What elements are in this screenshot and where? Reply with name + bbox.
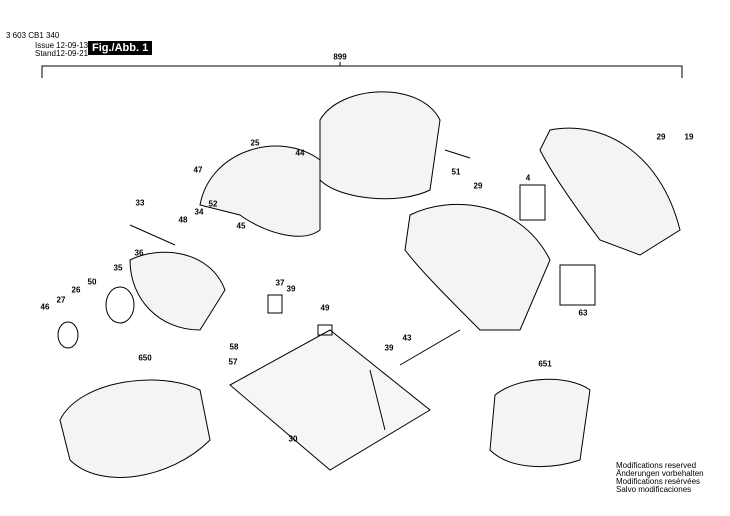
part-callout: 27	[56, 295, 66, 305]
housing-half-left	[404, 204, 551, 331]
battery-pack	[489, 378, 591, 468]
part-callout: 58	[229, 342, 239, 352]
part-callout: 4	[525, 173, 531, 183]
part-callout: 30	[288, 434, 298, 444]
part-callout: 52	[208, 199, 218, 209]
part-callout: 25	[250, 138, 260, 148]
part-callout: 45	[236, 221, 246, 231]
hex-key	[444, 149, 471, 159]
doc-number: 3 603 CB1 340	[6, 31, 60, 40]
part-callout: 651	[538, 359, 552, 369]
part-callout: 44	[295, 148, 305, 158]
part-callout: 46	[40, 302, 50, 312]
ring	[105, 286, 135, 324]
part-callout: 35	[113, 263, 123, 273]
part-callout: 19	[684, 132, 694, 142]
motor-housing	[319, 91, 441, 200]
part-callout: 36	[134, 248, 144, 258]
issue-date: 12-09-13	[56, 41, 89, 50]
switch	[519, 184, 546, 221]
part-callout: 29	[656, 132, 666, 142]
part-callout: 37	[275, 278, 285, 288]
part-callout: 26	[71, 285, 81, 295]
figure-label: Fig./Abb. 1	[88, 41, 153, 55]
part-callout: 39	[286, 284, 296, 294]
assembly-bracket	[41, 65, 683, 78]
blade-guard	[199, 145, 321, 237]
part-49	[317, 324, 333, 336]
part-callout: 63	[578, 308, 588, 318]
part-callout: 899	[333, 52, 347, 62]
issue-label: Issue	[35, 41, 55, 50]
stand-date: 12-09-21	[56, 49, 89, 58]
footer-line-4: Salvo modificaciones	[616, 485, 692, 494]
part-callout: 57	[228, 357, 238, 367]
part-callout: 39	[384, 343, 394, 353]
part-callout: 43	[402, 333, 412, 343]
part-callout: 51	[451, 167, 461, 177]
footer-line-2: Änderungen vorbehalten	[616, 469, 704, 478]
flange	[57, 321, 79, 349]
housing-half-right	[539, 127, 681, 256]
part-37	[267, 294, 283, 314]
charger	[59, 379, 211, 478]
electronics-module	[559, 264, 596, 306]
rip-fence	[369, 369, 386, 431]
part-callout: 34	[194, 207, 204, 217]
depth-screw	[399, 329, 461, 366]
part-callout: 50	[87, 277, 97, 287]
part-callout: 29	[473, 181, 483, 191]
part-callout: 49	[320, 303, 330, 313]
part-callout: 33	[135, 198, 145, 208]
spring	[129, 224, 176, 246]
base-plate	[229, 329, 431, 471]
footer-line-1: Modifications reserved	[616, 461, 697, 470]
part-callout: 650	[138, 353, 152, 363]
part-callout: 47	[193, 165, 203, 175]
footer-line-3: Modifications resérvées	[616, 477, 701, 486]
part-callout: 48	[178, 215, 188, 225]
lower-guard	[129, 251, 226, 331]
stand-label: Stand	[35, 49, 56, 58]
